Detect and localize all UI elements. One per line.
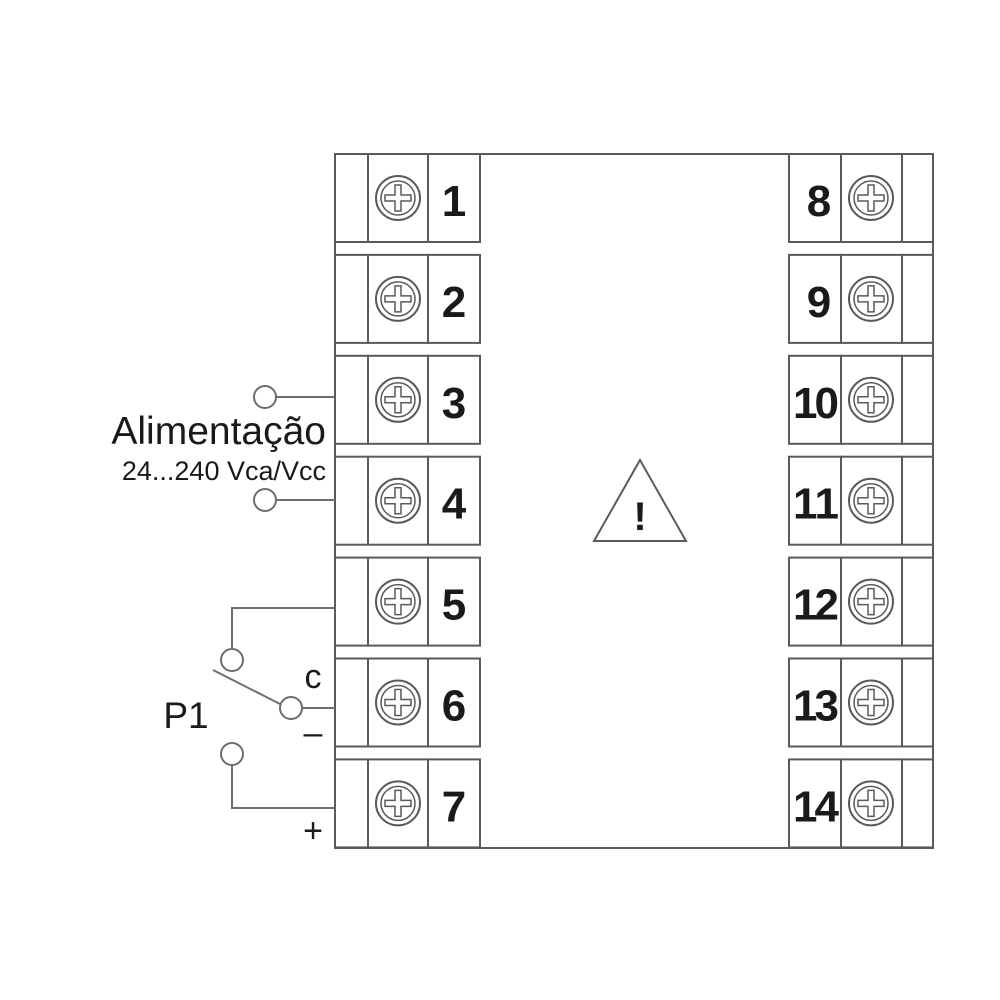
- screw-9-icon: [848, 275, 894, 322]
- terminal-1: 1: [334, 153, 481, 243]
- terminal-6: 6: [334, 657, 481, 748]
- switch-minus-label: –: [304, 714, 323, 752]
- warning-triangle-icon: !: [592, 457, 688, 542]
- power-supply-wiring: [253, 385, 335, 512]
- screw-10-icon: [848, 376, 894, 423]
- terminal-3: 3: [334, 354, 481, 445]
- power-label: Alimentação: [111, 410, 326, 453]
- screw-14-icon: [848, 780, 894, 827]
- terminal-number: 2: [442, 278, 466, 327]
- screw-12-icon: [848, 578, 894, 625]
- terminal-2: 2: [334, 253, 481, 344]
- screw-5-icon: [375, 578, 421, 625]
- switch-contact-bottom: [220, 742, 244, 766]
- switch-common-contact: [279, 696, 303, 720]
- screw-4-icon: [375, 477, 421, 524]
- switch-plus-label: +: [303, 812, 323, 850]
- terminal-number: 10: [793, 379, 839, 428]
- screw-7-icon: [375, 780, 421, 827]
- screw-3-icon: [375, 376, 421, 423]
- terminal-4: 4: [334, 455, 481, 546]
- switch-lever: [212, 669, 281, 705]
- screw-2-icon: [375, 275, 421, 322]
- left-terminal-block: 1 2 3 4 5 6 7: [334, 153, 481, 849]
- switch-contact-top: [220, 648, 244, 672]
- terminal-number: 1: [442, 177, 466, 226]
- screw-13-icon: [848, 679, 894, 726]
- terminal-11: 11: [788, 455, 934, 546]
- terminal-number: 7: [442, 782, 466, 831]
- terminal-5: 5: [334, 556, 481, 647]
- right-terminal-block: 8 9 10 11 12 13 14: [788, 153, 934, 849]
- screw-6-icon: [375, 679, 421, 726]
- terminal-14: 14: [788, 758, 934, 849]
- screw-8-icon: [848, 175, 894, 221]
- power-range-label: 24...240 Vca/Vcc: [122, 456, 326, 486]
- switch-common-label: c: [305, 658, 322, 696]
- power-terminal-top: [253, 385, 277, 409]
- warning-symbol: !: [633, 495, 646, 539]
- screw-11-icon: [848, 477, 894, 524]
- terminal-7: 7: [334, 758, 481, 849]
- switch-p1-wiring: [212, 607, 335, 809]
- terminal-8: 8: [788, 153, 934, 243]
- power-terminal-bottom: [253, 488, 277, 512]
- terminal-9: 9: [788, 253, 934, 344]
- terminal-number: 8: [807, 177, 831, 226]
- screw-1-icon: [375, 175, 421, 221]
- terminal-number: 4: [442, 480, 467, 529]
- terminal-number: 6: [442, 682, 466, 731]
- terminal-number: 3: [442, 379, 466, 428]
- terminal-number: 12: [793, 581, 839, 630]
- switch-name-label: P1: [163, 695, 208, 736]
- terminal-number: 11: [793, 480, 839, 529]
- terminal-number: 13: [793, 682, 839, 731]
- terminal-10: 10: [788, 354, 934, 445]
- terminal-12: 12: [788, 556, 934, 647]
- terminal-number: 9: [807, 278, 831, 327]
- terminal-number: 5: [442, 581, 466, 630]
- terminal-number: 14: [793, 782, 840, 831]
- terminal-13: 13: [788, 657, 934, 748]
